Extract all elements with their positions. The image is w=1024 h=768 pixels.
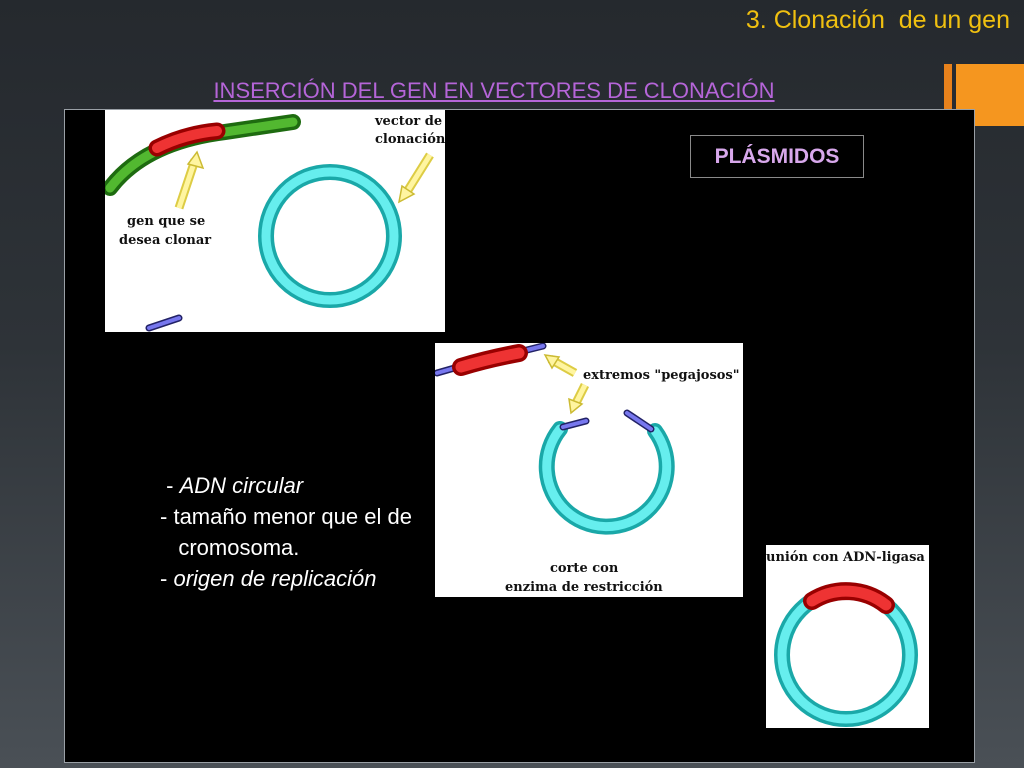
accent-bar-thin bbox=[944, 64, 952, 110]
label-gene-line1: gen que se bbox=[127, 214, 205, 229]
slide-title: 3. Clonación de un gen bbox=[745, 6, 1010, 34]
label-cut-line1: corte con bbox=[550, 561, 619, 576]
bullet-item: - ADN circular bbox=[166, 473, 304, 498]
label-gene-line2: desea clonar bbox=[119, 233, 211, 248]
restriction-cut-illustration: extremos "pegajosos" corte con enzima de… bbox=[435, 343, 743, 597]
bullet-item: - origen de replicación bbox=[160, 566, 377, 591]
ligation-illustration: unión con ADN-ligasa bbox=[766, 545, 929, 728]
label-cut-line2: enzima de restricción bbox=[505, 580, 663, 595]
label-vector-line1: vector de bbox=[374, 114, 442, 129]
bullet-item: cromosoma. bbox=[178, 535, 300, 560]
slide-subtitle: INSERCIÓN DEL GEN EN VECTORES DE CLONACI… bbox=[213, 78, 775, 103]
label-ligase: unión con ADN-ligasa bbox=[766, 550, 925, 565]
gene-and-vector-illustration: vector de clonación gen que se desea clo… bbox=[105, 110, 445, 332]
label-sticky-ends: extremos "pegajosos" bbox=[583, 368, 740, 383]
plasmidos-badge: PLÁSMIDOS bbox=[690, 135, 864, 178]
label-vector-line2: clonación bbox=[375, 132, 445, 147]
plasmid-features-list: - ADN circular - tamaño menor que el de … bbox=[160, 470, 412, 594]
bullet-item: - tamaño menor que el de bbox=[160, 504, 412, 529]
